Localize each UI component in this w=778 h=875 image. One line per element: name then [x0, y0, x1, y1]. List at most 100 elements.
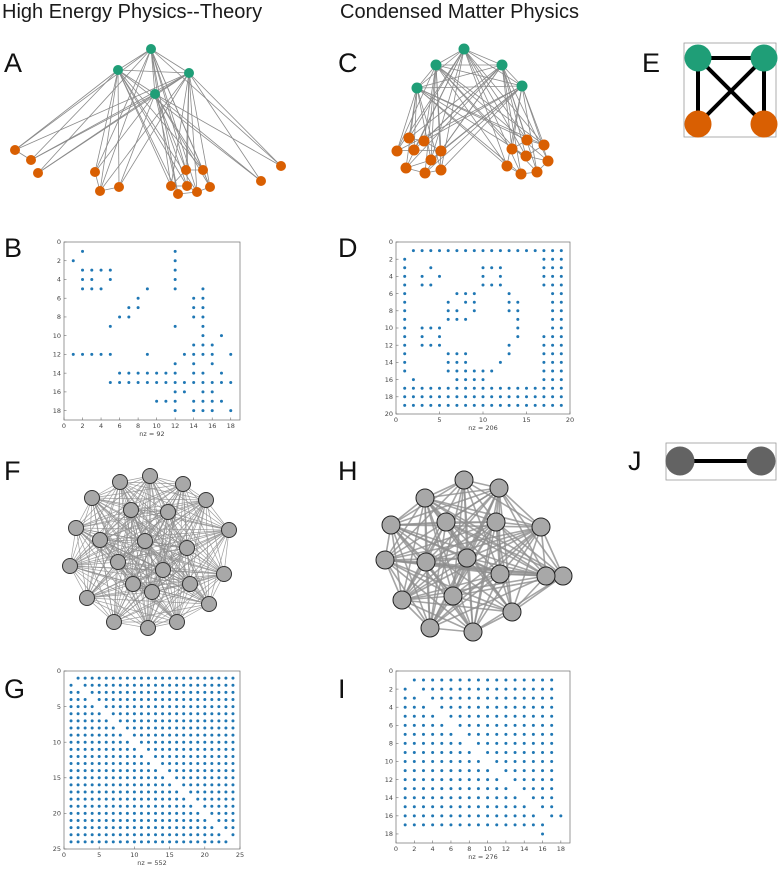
spy-dot	[146, 712, 150, 716]
network-edge	[162, 569, 178, 623]
spy-dot	[76, 769, 80, 773]
spy-dot	[132, 819, 136, 823]
spy-dot	[559, 266, 563, 270]
network-node	[501, 160, 513, 172]
network-edge	[463, 48, 503, 66]
spy-dot	[118, 783, 122, 787]
network-edge	[117, 69, 172, 187]
spy-dot	[431, 741, 435, 745]
spy-dot	[446, 395, 450, 399]
spy-dot	[192, 409, 196, 413]
spy-dot	[559, 257, 563, 261]
network-node	[684, 44, 712, 72]
network-node	[435, 164, 447, 176]
spy-dot	[196, 740, 200, 744]
network-edge	[189, 499, 207, 585]
network-node	[182, 576, 198, 592]
spy-dot	[490, 386, 494, 390]
spy-dot	[76, 705, 80, 709]
x-tick-label: 16	[538, 845, 546, 853]
spy-dot	[69, 733, 73, 737]
spy-dot	[182, 726, 186, 730]
spy-dot	[421, 823, 425, 827]
network-edge	[501, 64, 522, 175]
spy-dot	[507, 395, 511, 399]
panel-letter-d: D	[338, 233, 358, 263]
spy-dot	[431, 769, 435, 773]
spy-dot	[125, 797, 129, 801]
spy-dot	[139, 733, 143, 737]
spy-dot	[231, 676, 235, 680]
x-tick-label: 4	[431, 845, 435, 853]
spy-dot	[125, 776, 129, 780]
network-node	[435, 145, 447, 157]
spy-dot	[127, 371, 131, 375]
spy-dot	[481, 266, 485, 270]
network-edge	[416, 64, 503, 89]
spy-dot	[132, 797, 136, 801]
spy-dot	[440, 705, 444, 709]
spy-dot	[504, 760, 508, 764]
spy-dot	[97, 819, 101, 823]
network-edge	[162, 511, 169, 571]
network-edge	[396, 87, 418, 152]
spy-dot	[146, 762, 150, 766]
spy-dot	[139, 719, 143, 723]
spy-dot	[455, 395, 459, 399]
network-node	[430, 59, 442, 71]
spy-dot	[97, 697, 101, 701]
spy-dot	[516, 386, 520, 390]
spy-dot	[224, 783, 228, 787]
spy-dot	[118, 804, 122, 808]
spy-dot	[182, 783, 186, 787]
network-node	[457, 548, 477, 568]
spy-dot	[412, 769, 416, 773]
spy-dot	[550, 778, 554, 782]
spy-dot	[412, 723, 416, 727]
spy-dot	[449, 687, 453, 691]
spy-dot	[83, 833, 87, 837]
network-node	[454, 470, 474, 490]
spy-dot	[125, 762, 129, 766]
spy-dot	[495, 787, 499, 791]
y-tick-label: 0	[389, 667, 393, 675]
network-edge	[423, 64, 437, 142]
spy-dot	[71, 259, 75, 263]
spy-dot	[458, 705, 462, 709]
spy-dot	[168, 740, 172, 744]
spy-dot	[104, 797, 108, 801]
spy-dot	[224, 826, 228, 830]
spy-dot	[161, 690, 165, 694]
spy-dot	[69, 804, 73, 808]
y-tick-label: 4	[389, 703, 393, 711]
spy-dot	[486, 778, 490, 782]
network-edge	[424, 497, 497, 523]
spy-dot	[224, 683, 228, 687]
spy-dot	[458, 823, 462, 827]
spy-dot	[97, 833, 101, 837]
spy-dot	[196, 733, 200, 737]
spy-dot	[69, 740, 73, 744]
spy-dot	[76, 754, 80, 758]
spy-dot	[531, 696, 535, 700]
network-edge	[384, 559, 513, 613]
spy-dot	[440, 805, 444, 809]
network-node	[276, 161, 286, 171]
spy-dot	[90, 797, 94, 801]
network-node	[84, 490, 100, 506]
spy-dot	[231, 776, 235, 780]
spy-dot	[90, 790, 94, 794]
network-node	[516, 80, 528, 92]
spy-dot	[231, 819, 235, 823]
spy-dot	[182, 819, 186, 823]
spy-dot	[76, 676, 80, 680]
spy-dot	[108, 324, 112, 328]
spy-dot	[533, 249, 537, 253]
network-edge	[30, 93, 156, 161]
spy-dot	[125, 769, 129, 773]
spy-dot	[551, 343, 555, 347]
spy-dot	[550, 805, 554, 809]
spy-dot	[541, 714, 545, 718]
network-edge	[99, 72, 190, 192]
spy-dot	[550, 796, 554, 800]
